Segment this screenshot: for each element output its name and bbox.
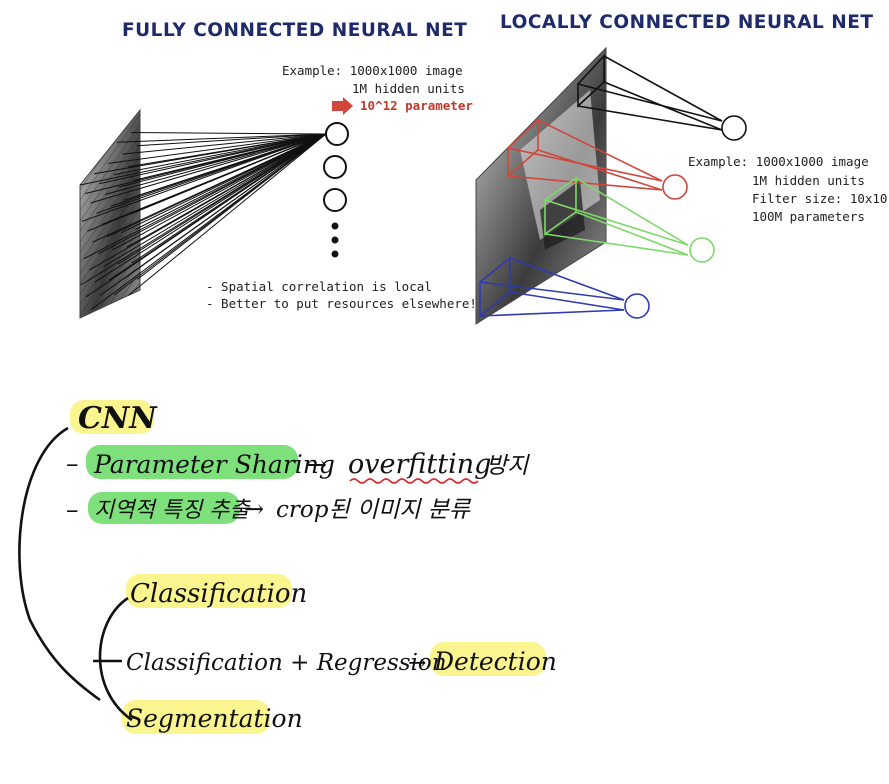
fc-connection-line <box>85 133 327 298</box>
fc-connection-line <box>99 133 327 185</box>
classification-highlight <box>126 574 292 608</box>
fc-connection-line <box>112 133 327 251</box>
fc-connection-line <box>127 133 327 168</box>
fc-connection-line <box>94 133 327 283</box>
fc-image-panel <box>79 108 141 319</box>
arrow-icon: → <box>306 450 327 479</box>
fc-connection-line <box>103 133 327 268</box>
lc-title: LOCALLY CONNECTED NEURAL NET <box>500 12 874 33</box>
fc-hidden-unit <box>325 122 349 146</box>
classification-text: Classification <box>130 579 307 609</box>
local-feature-text: 지역적 특징 추출 <box>94 498 251 523</box>
fc-example-line: 10^12 parameter <box>360 98 473 113</box>
fc-connection-line <box>136 133 327 147</box>
fc-connection-line <box>113 133 327 176</box>
lc-blue-field <box>479 256 650 319</box>
lc-green-field <box>544 176 715 263</box>
overfitting-text: overfitting <box>348 449 491 480</box>
fc-connection-line <box>128 133 327 296</box>
fc-note: - Spatial correlation is local <box>206 279 432 294</box>
fc-connection-line <box>131 132 327 135</box>
parameter-sharing-highlight <box>86 445 298 479</box>
fc-connection-line <box>108 133 327 164</box>
classification-regression-text: Classification + Regression <box>126 650 447 676</box>
detection-highlight <box>430 642 546 676</box>
parameter-sharing-text: Parameter Sharing <box>93 450 335 479</box>
cnn-highlight <box>70 400 154 434</box>
red-arrow-icon <box>332 97 353 115</box>
lc-example-line: 100M parameters <box>752 209 865 224</box>
local-feature-highlight <box>88 492 240 524</box>
fc-example-line: 1M hidden units <box>352 81 465 96</box>
segmentation-text: Segmentation <box>126 704 303 733</box>
fc-connection-line <box>90 133 327 204</box>
fc-connection-line <box>117 133 327 143</box>
fc-connection-line <box>133 133 327 181</box>
fc-note: - Better to put resources elsewhere! <box>206 296 477 311</box>
segmentation-highlight <box>122 700 270 734</box>
cnn-bracket <box>18 426 101 702</box>
lc-image-panel <box>475 46 607 325</box>
fc-title: FULLY CONNECTED NEURAL NET <box>122 20 467 41</box>
lc-example-line: Filter size: 10x10 <box>752 191 887 206</box>
arrow-icon: → <box>408 651 426 676</box>
fc-connection-lines <box>79 132 327 310</box>
fc-connection-line <box>138 133 327 196</box>
spellcheck-squiggle <box>349 478 479 484</box>
tasks-bracket <box>98 596 133 722</box>
lc-black-field <box>577 53 747 141</box>
fc-hidden-unit <box>323 188 347 212</box>
detection-text: Detection <box>433 647 557 676</box>
svg-text:–: – <box>66 449 79 478</box>
fc-connection-line <box>122 133 327 155</box>
fc-example-line: Example: 1000x1000 image <box>282 63 463 78</box>
crop-classification-text: crop된 이미지 분류 <box>276 497 472 523</box>
fc-hidden-units <box>323 122 349 212</box>
cnn-label: CNN <box>78 401 158 436</box>
svg-text:–: – <box>66 495 79 524</box>
fc-connection-line <box>104 133 327 195</box>
arrow-icon: → <box>244 495 264 523</box>
fc-connection-line <box>126 133 327 248</box>
handwritten-notes: CNN – Parameter Sharing → overfitting 방지… <box>18 400 557 734</box>
lc-example-line: Example: 1000x1000 image <box>688 154 869 169</box>
fc-connection-line <box>120 133 327 234</box>
prevent-text: 방지 <box>486 453 530 479</box>
fc-connection-line <box>91 133 327 310</box>
lc-example-line: 1M hidden units <box>752 173 865 188</box>
fc-connection-line <box>97 133 327 255</box>
fc-hidden-unit <box>323 155 347 179</box>
fc-connection-line <box>100 133 327 296</box>
fc-connection-line <box>135 133 327 230</box>
fc-connection-line <box>129 133 327 215</box>
fc-ellipsis-dots <box>331 222 339 258</box>
